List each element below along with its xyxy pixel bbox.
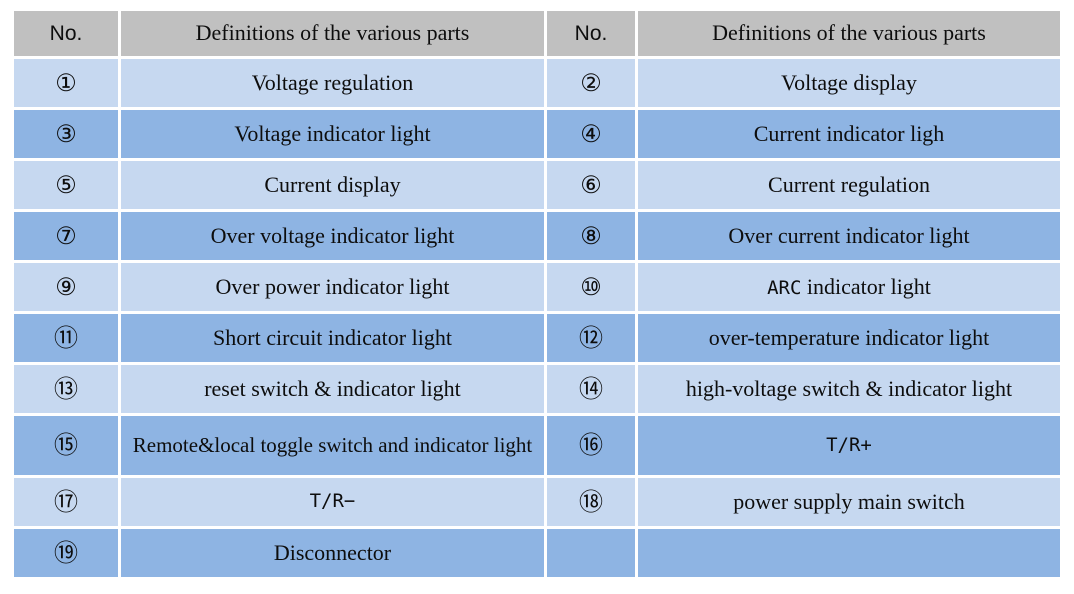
- row-definition-left: reset switch & indicator light: [121, 365, 547, 416]
- row-number-right: ⑩: [547, 263, 638, 314]
- arc-suffix: indicator light: [801, 273, 931, 299]
- column-header-no-left: No.: [14, 11, 121, 59]
- row-definition-right: ARC indicator light: [638, 263, 1060, 314]
- row-number-right: ②: [547, 59, 638, 110]
- table-row: ① Voltage regulation ② Voltage display: [14, 59, 1060, 110]
- table-row: ⑰ T/R− ⑱ power supply main switch: [14, 478, 1060, 529]
- row-definition-left: Remote&local toggle switch and indicator…: [121, 416, 547, 478]
- row-number-right: ④: [547, 110, 638, 161]
- row-definition-left: Current display: [121, 161, 547, 212]
- row-definition-right: over-temperature indicator light: [638, 314, 1060, 365]
- row-number-left: ⑬: [14, 365, 121, 416]
- row-number-left: ⑰: [14, 478, 121, 529]
- parts-definition-table-container: No. Definitions of the various parts No.…: [14, 11, 1060, 580]
- table-row: ③ Voltage indicator light ④ Current indi…: [14, 110, 1060, 161]
- arc-label: ARC: [767, 276, 802, 299]
- table-header: No. Definitions of the various parts No.…: [14, 11, 1060, 59]
- table-row: ⑪ Short circuit indicator light ⑫ over-t…: [14, 314, 1060, 365]
- row-definition-left: Disconnector: [121, 529, 547, 580]
- row-number-left: ③: [14, 110, 121, 161]
- table-body: ① Voltage regulation ② Voltage display ③…: [14, 59, 1060, 580]
- row-definition-right: Voltage display: [638, 59, 1060, 110]
- row-definition-right: Current regulation: [638, 161, 1060, 212]
- row-number-right: ⑧: [547, 212, 638, 263]
- row-number-left: ①: [14, 59, 121, 110]
- table-row: ⑬ reset switch & indicator light ⑭ high-…: [14, 365, 1060, 416]
- column-header-definitions-right: Definitions of the various parts: [638, 11, 1060, 59]
- table-row: ⑲ Disconnector: [14, 529, 1060, 580]
- row-definition-left: Over voltage indicator light: [121, 212, 547, 263]
- row-number-left: ⑮: [14, 416, 121, 478]
- row-definition-right: Current indicator ligh: [638, 110, 1060, 161]
- row-definition-right-empty: [638, 529, 1060, 580]
- table-row: ⑮ Remote&local toggle switch and indicat…: [14, 416, 1060, 478]
- row-number-left: ⑪: [14, 314, 121, 365]
- header-row: No. Definitions of the various parts No.…: [14, 11, 1060, 59]
- row-number-right: ⑱: [547, 478, 638, 529]
- row-definition-left: Over power indicator light: [121, 263, 547, 314]
- table-row: ⑦ Over voltage indicator light ⑧ Over cu…: [14, 212, 1060, 263]
- row-definition-right: Over current indicator light: [638, 212, 1060, 263]
- parts-definition-table: No. Definitions of the various parts No.…: [14, 11, 1060, 580]
- table-row: ⑨ Over power indicator light ⑩ ARC indic…: [14, 263, 1060, 314]
- row-number-left: ⑨: [14, 263, 121, 314]
- row-definition-left: Voltage regulation: [121, 59, 547, 110]
- row-definition-right: power supply main switch: [638, 478, 1060, 529]
- row-number-right: ⑯: [547, 416, 638, 478]
- row-number-right: ⑫: [547, 314, 638, 365]
- column-header-no-right: No.: [547, 11, 638, 59]
- row-number-right-empty: [547, 529, 638, 580]
- row-definition-left: Voltage indicator light: [121, 110, 547, 161]
- column-header-definitions-left: Definitions of the various parts: [121, 11, 547, 59]
- row-definition-left: Short circuit indicator light: [121, 314, 547, 365]
- row-definition-right: T/R+: [638, 416, 1060, 478]
- row-number-left: ⑲: [14, 529, 121, 580]
- table-row: ⑤ Current display ⑥ Current regulation: [14, 161, 1060, 212]
- row-number-left: ⑤: [14, 161, 121, 212]
- row-number-right: ⑭: [547, 365, 638, 416]
- row-number-left: ⑦: [14, 212, 121, 263]
- row-number-right: ⑥: [547, 161, 638, 212]
- row-definition-left: T/R−: [121, 478, 547, 529]
- row-definition-right: high-voltage switch & indicator light: [638, 365, 1060, 416]
